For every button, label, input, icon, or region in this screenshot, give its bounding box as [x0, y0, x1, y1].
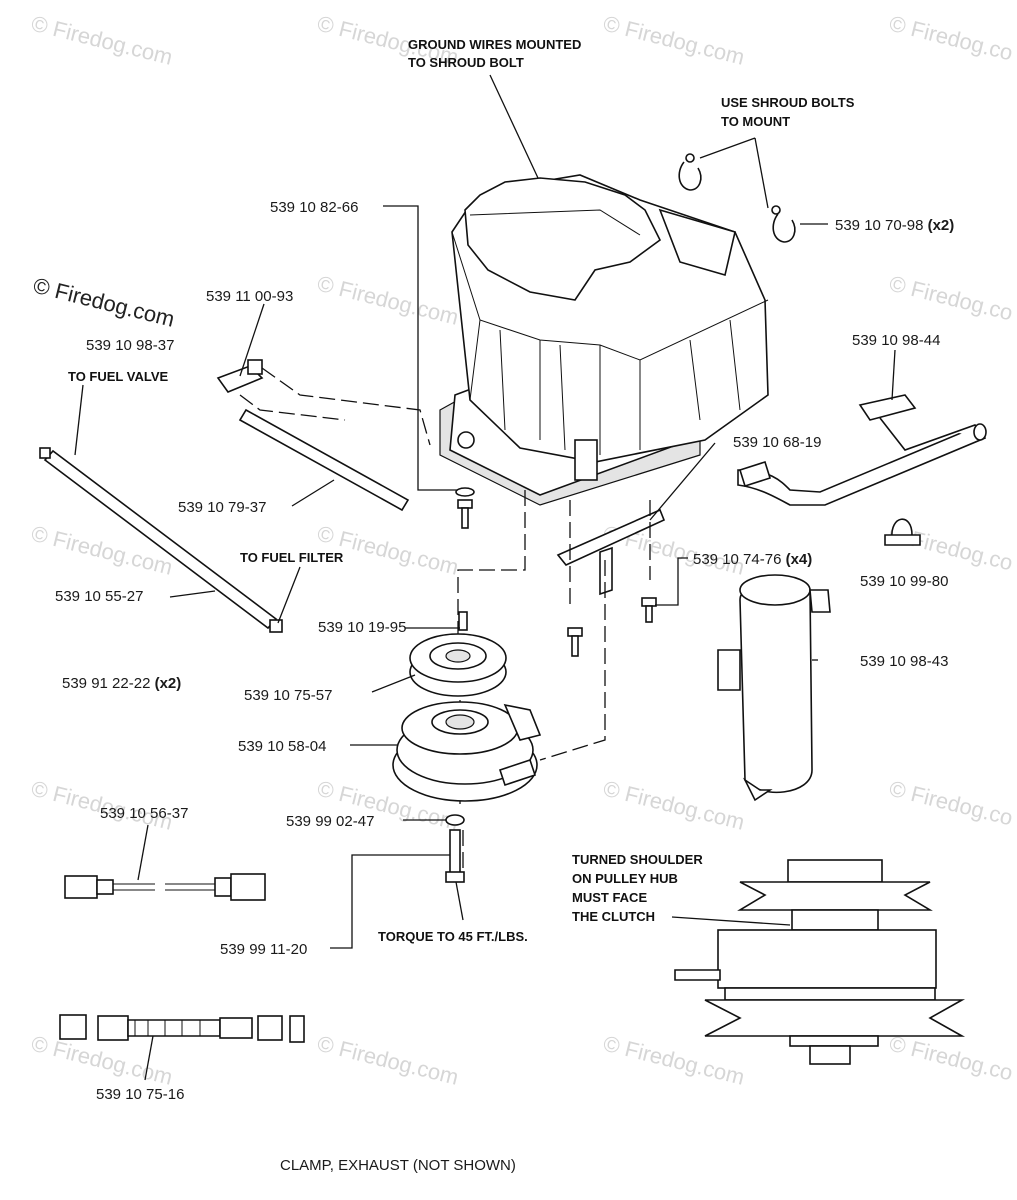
exhaust-clamp [884, 518, 921, 546]
note-ground-wires-line2: TO SHROUD BOLT [408, 55, 524, 70]
pto-pulley [409, 633, 507, 697]
clutch-side-view [717, 929, 937, 989]
watermark-dark: © Firedog.com [31, 273, 177, 332]
part-label: 539 10 75-57 [244, 687, 332, 704]
ground-clip-icon [772, 213, 796, 243]
part-label: 539 99 11-20 [220, 941, 307, 958]
exhaust-pipe [737, 394, 987, 506]
engine-shroud-drawing [439, 174, 769, 506]
wire-harness-long [59, 1014, 305, 1043]
watermark: © Firedog.com [601, 11, 747, 70]
note-fuel-valve: TO FUEL VALVE [68, 369, 168, 384]
footer-note: CLAMP, EXHAUST (NOT SHOWN) [280, 1157, 516, 1174]
part-label: 539 10 56-37 [100, 805, 188, 822]
part-label: 539 10 79-37 [178, 499, 266, 516]
leader-lines [74, 74, 896, 1081]
watermark: © Firedog.com [315, 271, 461, 330]
shroud-clips [678, 153, 796, 243]
part-label: 539 99 02-47 [286, 813, 374, 830]
washer [445, 814, 465, 826]
watermark: © Firedog.com [601, 1031, 747, 1090]
shroud-side-bracket [658, 208, 736, 277]
part-label: 539 10 68-19 [733, 434, 821, 451]
note-shroud-bolts-line1: USE SHROUD BOLTS [721, 95, 855, 110]
shroud-top-cap [464, 177, 662, 301]
fuel-line-long [39, 447, 283, 633]
part-label: 539 10 98-43 [860, 653, 948, 670]
fuel-fitting [216, 359, 431, 446]
note-ground-wires-line1: GROUND WIRES MOUNTED [408, 37, 581, 52]
key-spacer [458, 611, 468, 631]
shroud-mount-bolts [455, 487, 657, 657]
part-label: 539 10 55-27 [55, 588, 143, 605]
part-label: 539 10 75-16 [96, 1086, 184, 1103]
part-label: 539 10 19-95 [318, 619, 406, 636]
pto-bracket [556, 508, 666, 596]
part-label: 539 10 58-04 [238, 738, 326, 755]
note-shroud-bolts-line2: TO MOUNT [721, 114, 790, 129]
clutch-bolt [445, 829, 465, 883]
part-label: 539 10 99-80 [860, 573, 948, 590]
wire-harness-short [64, 873, 266, 901]
mount-boss [457, 431, 475, 449]
watermark: © Firedog.com [315, 1031, 461, 1090]
note-fuel-filter: TO FUEL FILTER [240, 550, 344, 565]
part-label: 539 10 82-66 [270, 199, 358, 216]
note-shoulder-line3: MUST FACE [572, 890, 647, 905]
ground-clip-icon [678, 161, 702, 191]
watermark: © Firedog.co [887, 776, 1016, 831]
crankshaft [574, 439, 598, 481]
part-label: 539 91 22-22 (x2) [62, 675, 181, 692]
note-shoulder-line2: ON PULLEY HUB [572, 871, 678, 886]
watermark: © Firedog.co [887, 271, 1016, 326]
watermark: © Firedog.com [29, 11, 175, 70]
part-label: 539 11 00-93 [206, 288, 293, 305]
part-label: 539 10 98-37 [86, 337, 174, 354]
part-label: 539 10 74-76 (x4) [693, 551, 812, 568]
note-torque: TORQUE TO 45 FT./LBS. [378, 929, 528, 944]
watermark: © Firedog.co [887, 1031, 1016, 1086]
pulley-clutch-detail [674, 859, 966, 1065]
pulley-side-view [737, 881, 933, 911]
fuel-hose-short [238, 408, 410, 512]
muffler [717, 574, 831, 802]
electric-clutch [392, 701, 542, 802]
part-label: 539 10 70-98 (x2) [835, 217, 954, 234]
part-label: 539 10 98-44 [852, 332, 940, 349]
watermark: © Firedog.com [601, 776, 747, 835]
note-shoulder-line1: TURNED SHOULDER [572, 852, 703, 867]
watermark: © Firedog.co [887, 11, 1016, 66]
note-shoulder-line4: THE CLUTCH [572, 909, 655, 924]
